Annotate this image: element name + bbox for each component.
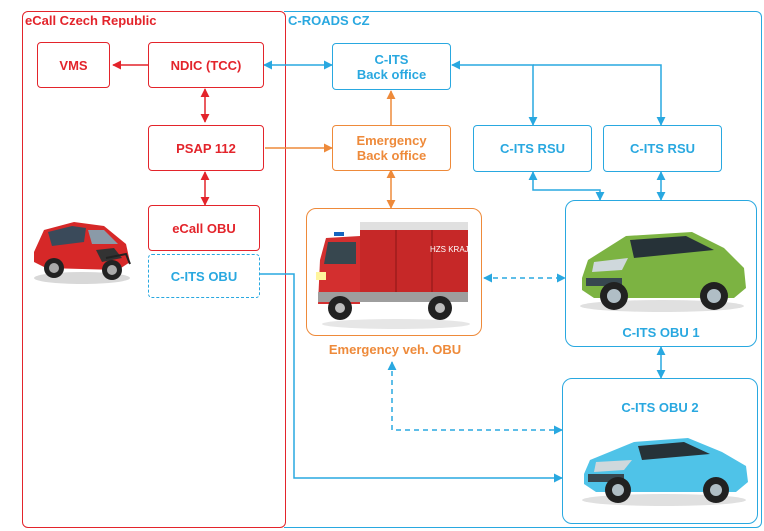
croads-region xyxy=(284,11,762,528)
cits-rsu1-box: C-ITS RSU xyxy=(473,125,592,172)
fire-truck-icon: HZS KRAJE xyxy=(316,222,474,329)
ecall-obu-box: eCall OBU xyxy=(148,205,260,251)
ndic-label: NDIC (TCC) xyxy=(170,57,242,73)
backoffice-rsu1-line xyxy=(451,60,538,126)
rsu1-obu1-line xyxy=(528,171,605,201)
emergency-vehicle-box xyxy=(306,208,482,336)
green-car-icon xyxy=(580,232,746,312)
cits-obu2-label: C-ITS OBU 2 xyxy=(621,400,699,415)
rsu1-label: C-ITS RSU xyxy=(500,141,565,156)
crashed-car-icon xyxy=(34,222,131,284)
cits-obu-left-to-obu2-line xyxy=(260,273,563,483)
ecall-region xyxy=(22,11,286,528)
cits-obu1-box xyxy=(565,200,757,347)
ecall-region-title: eCall Czech Republic xyxy=(25,13,157,28)
vms-box: VMS xyxy=(37,42,110,88)
emergency-vehicle-label: Emergency veh. OBU xyxy=(328,342,462,357)
psap-label: PSAP 112 xyxy=(176,140,236,156)
ndic-box: NDIC (TCC) xyxy=(148,42,264,88)
psap-box: PSAP 112 xyxy=(148,125,264,171)
cits-backoffice-box: C-ITS Back office xyxy=(332,43,451,90)
backoffice-line2: Back office xyxy=(356,66,427,82)
vms-label: VMS xyxy=(59,57,88,73)
backoffice-line1: C-ITS xyxy=(374,51,409,67)
cits-obu2-box xyxy=(562,378,758,524)
cits-obu-left-label: C-ITS OBU xyxy=(170,268,238,284)
cits-obu-left-box: C-ITS OBU xyxy=(148,254,260,298)
emergency-obu2-dashed xyxy=(387,361,563,435)
cits-rsu2-box: C-ITS RSU xyxy=(603,125,722,172)
croads-region-title: C-ROADS CZ xyxy=(288,13,370,28)
ecall-obu-label: eCall OBU xyxy=(172,220,236,236)
emergency-bo-line2: Back office xyxy=(356,148,427,163)
rsu2-label: C-ITS RSU xyxy=(630,141,695,156)
backoffice-rsu2-line xyxy=(533,64,666,126)
cits-obu1-label: C-ITS OBU 1 xyxy=(622,325,700,340)
emergency-bo-line1: Emergency xyxy=(356,133,427,148)
emergency-backoffice-box: Emergency Back office xyxy=(332,125,451,171)
truck-label: HZS KRAJE xyxy=(430,245,474,254)
blue-car-icon xyxy=(582,438,748,506)
